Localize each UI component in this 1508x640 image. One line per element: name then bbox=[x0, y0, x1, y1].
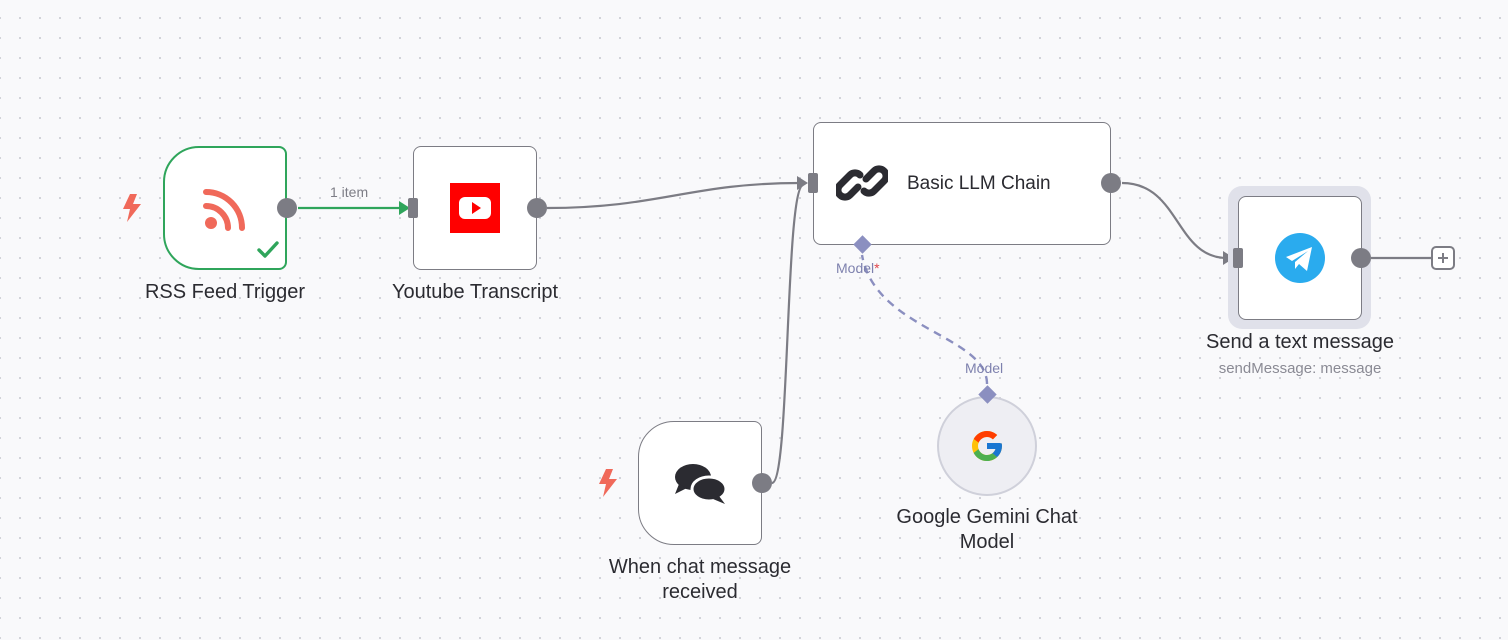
connection-arrow bbox=[797, 176, 808, 190]
google-gemini-chat-model-node[interactable] bbox=[937, 396, 1037, 496]
llm-output-port[interactable] bbox=[1101, 173, 1121, 193]
youtube-icon bbox=[450, 183, 500, 233]
rss-feed-trigger-node[interactable] bbox=[163, 146, 287, 270]
send-text-message-subtitle: sendMessage: message bbox=[1218, 360, 1382, 377]
gemini-label-line2: Model bbox=[959, 531, 1015, 553]
add-node-button[interactable] bbox=[1431, 246, 1455, 270]
chat-trigger-label-line1: When chat message bbox=[608, 556, 792, 578]
checkmark-icon bbox=[257, 241, 279, 258]
gemini-model-output-label: Model bbox=[965, 360, 1004, 376]
chat-trigger-label-line2: received bbox=[662, 581, 738, 603]
llm-model-input-label: Model* bbox=[836, 260, 880, 276]
google-g-icon bbox=[972, 431, 1002, 461]
chat-bubbles-icon bbox=[675, 464, 728, 504]
connection-gemini-to-llm[interactable] bbox=[860, 254, 989, 385]
rss-feed-trigger-label: RSS Feed Trigger bbox=[144, 281, 306, 303]
chat-output-port[interactable] bbox=[752, 473, 772, 493]
required-mark: * bbox=[874, 260, 880, 276]
connection-chat-to-llm[interactable] bbox=[770, 183, 804, 485]
telegram-icon bbox=[1275, 233, 1325, 283]
telegram-output-port[interactable] bbox=[1351, 248, 1371, 268]
lightning-bolt-icon bbox=[123, 194, 141, 222]
chain-link-icon bbox=[836, 165, 888, 201]
send-text-message-label: Send a text message bbox=[1206, 331, 1394, 353]
rss-output-port[interactable] bbox=[277, 198, 297, 218]
youtube-transcript-node[interactable] bbox=[413, 146, 537, 270]
connection-item-count: 1 item bbox=[330, 184, 369, 200]
telegram-input-port[interactable] bbox=[1233, 248, 1243, 268]
gemini-label-line1: Google Gemini Chat bbox=[896, 506, 1078, 528]
connection-youtube-to-llm[interactable] bbox=[546, 181, 801, 210]
llm-input-port[interactable] bbox=[808, 173, 818, 193]
google-gemini-chat-model-label: Google Gemini Chat Model bbox=[867, 505, 1107, 555]
model-label-text: Model bbox=[836, 260, 875, 276]
chat-trigger-label: When chat message received bbox=[580, 555, 820, 605]
rss-icon bbox=[203, 189, 245, 231]
basic-llm-chain-title: Basic LLM Chain bbox=[907, 173, 1051, 194]
connection-arrow bbox=[399, 201, 410, 215]
send-text-message-node[interactable] bbox=[1238, 196, 1362, 320]
lightning-bolt-icon bbox=[599, 469, 617, 497]
youtube-transcript-label: Youtube Transcript bbox=[391, 281, 559, 303]
chat-trigger-node[interactable] bbox=[638, 421, 762, 545]
basic-llm-chain-node[interactable]: Basic LLM Chain bbox=[813, 122, 1111, 245]
connection-llm-to-telegram[interactable] bbox=[1121, 181, 1228, 260]
youtube-output-port[interactable] bbox=[527, 198, 547, 218]
youtube-input-port[interactable] bbox=[408, 198, 418, 218]
